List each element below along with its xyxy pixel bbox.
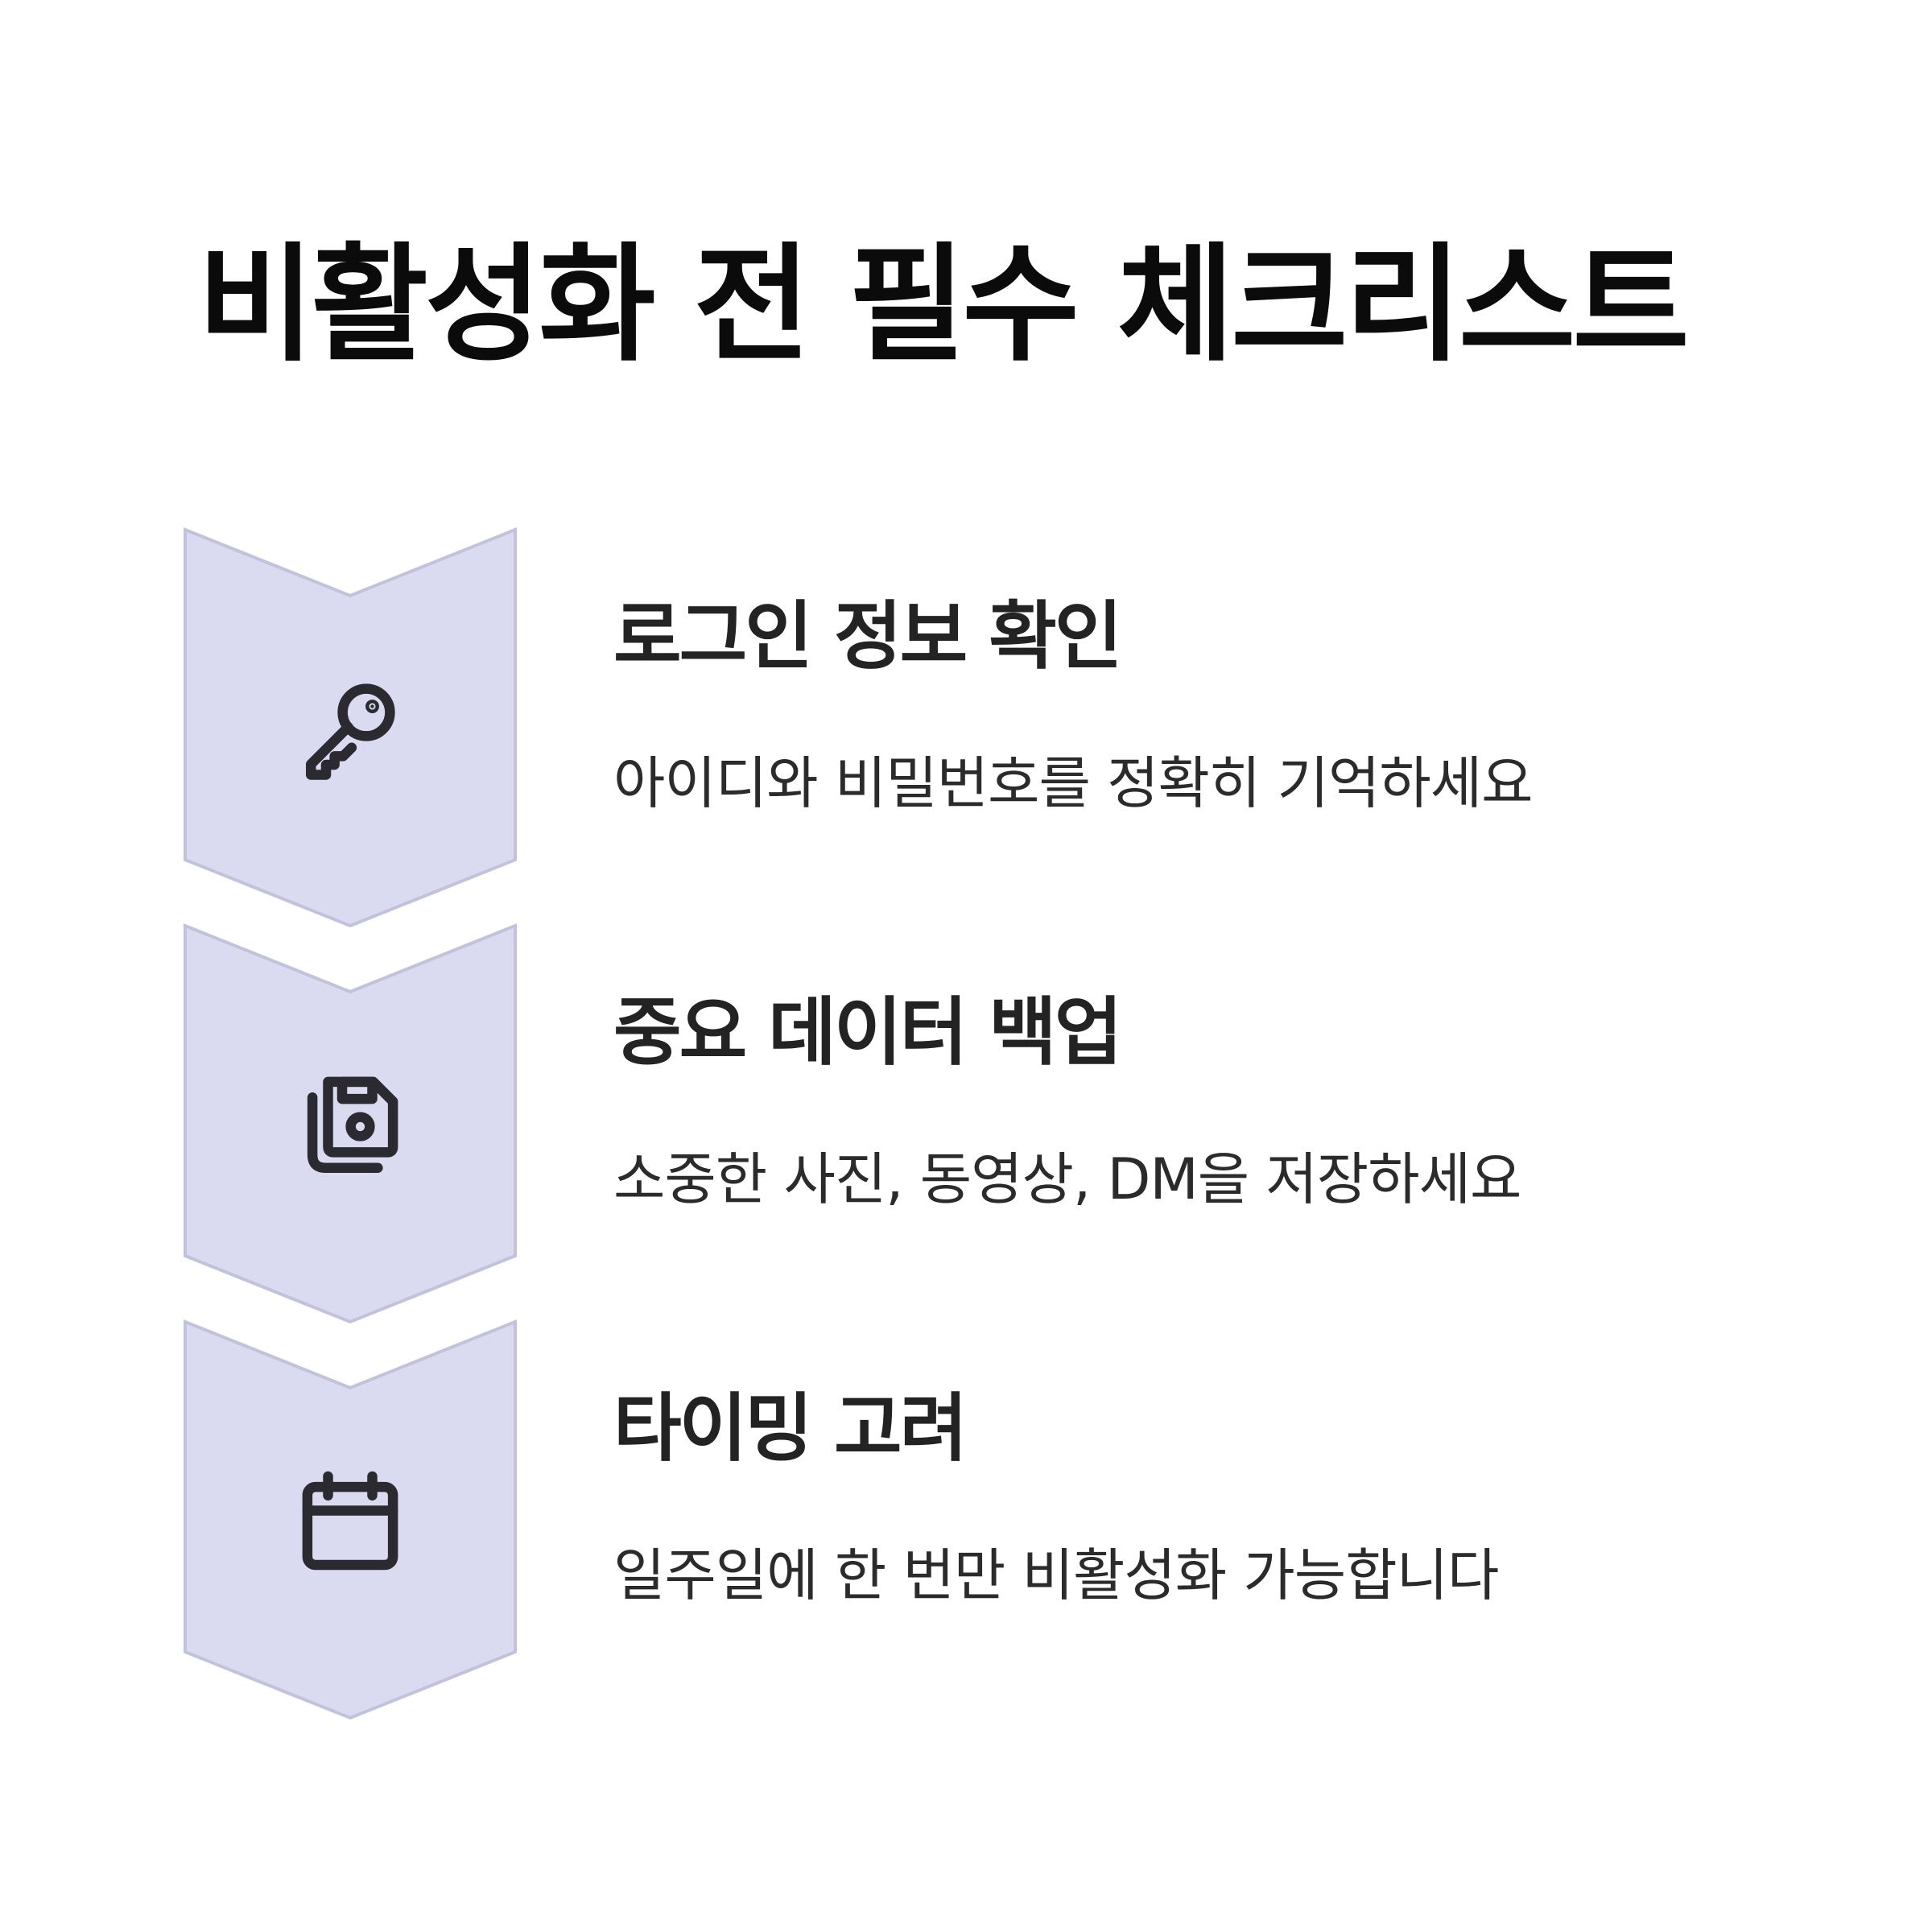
step-1-description: 아이디와 비밀번호를 정확히 기억하세요: [613, 750, 1534, 816]
calendar-icon: [290, 1460, 411, 1581]
page-title: 비활성화 전 필수 체크리스트: [197, 231, 1689, 379]
step-2-description: 소중한 사진, 동영상, DM을 저장하세요: [613, 1146, 1521, 1212]
step-3-heading: 타이밍 고려: [613, 1385, 968, 1472]
step-2-heading: 중요 데이터 백업: [613, 989, 1123, 1075]
step-3-description: 일주일에 한 번만 비활성화 가능합니다: [613, 1542, 1499, 1608]
floppy-disk-icon: [290, 1064, 411, 1185]
step-1-heading: 로그인 정보 확인: [613, 593, 1123, 679]
key-icon: [290, 668, 411, 789]
